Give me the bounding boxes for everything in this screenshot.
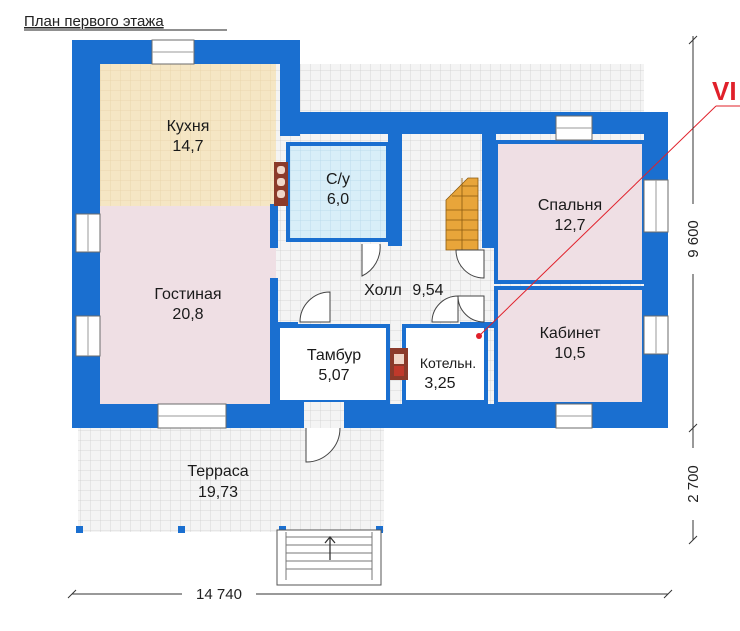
label-terrace-area: 19,73 — [198, 484, 238, 501]
wall-vestibule-top — [278, 322, 298, 328]
label-boiler-name: Котельн. — [420, 355, 476, 371]
room-living — [100, 206, 276, 404]
arrow-up-icon — [324, 535, 336, 560]
watermark-text: VI — [712, 76, 737, 106]
label-vestibule-name: Тамбур — [307, 347, 361, 364]
door-bedroom — [455, 249, 485, 279]
label-bedroom-area: 12,7 — [554, 217, 585, 234]
annotation-pointer — [476, 105, 740, 339]
dimension-depth-terrace-label: 2 700 — [685, 465, 702, 503]
wall-hall-right — [482, 134, 496, 248]
label-bathroom-area: 6,0 — [327, 191, 349, 208]
label-boiler-area: 3,25 — [424, 375, 455, 392]
door-living — [299, 291, 331, 323]
label-terrace-name: Терраса — [187, 463, 248, 480]
plan-title: План первого этажа — [24, 13, 164, 30]
wall-kitchen-side — [270, 204, 278, 248]
terrace — [76, 428, 384, 586]
room-vestibule — [276, 324, 390, 404]
label-kitchen-area: 14,7 — [172, 138, 203, 155]
room-boiler — [402, 324, 488, 404]
dimension-width-label: 14 740 — [196, 586, 242, 603]
boiler-unit — [390, 348, 408, 380]
stairs — [445, 177, 479, 251]
label-hall-area: 9,54 — [412, 282, 443, 299]
chimney-kitchen — [274, 162, 288, 206]
label-bedroom-name: Спальня — [538, 197, 602, 214]
label-study-name: Кабинет — [540, 325, 602, 342]
label-study-area: 10,5 — [554, 345, 585, 362]
label-bathroom-name: С/у — [326, 171, 350, 188]
door-entrance-opening — [304, 402, 344, 428]
label-hall-name: Холл — [364, 282, 402, 299]
door-boiler — [431, 295, 459, 323]
terrace-post — [178, 526, 185, 533]
terrace-steps — [276, 529, 382, 586]
terrace-floor — [78, 428, 384, 532]
dimension-depth-main-label: 9 600 — [685, 220, 702, 258]
door-entrance — [305, 427, 341, 463]
terrace-post — [76, 526, 83, 533]
door-bathroom — [361, 243, 381, 277]
doors — [299, 243, 485, 463]
dimension-depth — [688, 35, 698, 545]
dimension-width — [67, 589, 673, 599]
room-kitchen — [100, 64, 276, 206]
wall-hall-top-left — [388, 134, 402, 246]
label-vestibule-area: 5,07 — [318, 367, 349, 384]
window-frame-lines — [87, 51, 657, 417]
label-living-area: 20,8 — [172, 306, 203, 323]
label-kitchen-name: Кухня — [167, 118, 210, 135]
wall-living-right — [270, 278, 278, 404]
wall-boiler-top — [460, 322, 496, 328]
label-living-name: Гостиная — [154, 286, 221, 303]
